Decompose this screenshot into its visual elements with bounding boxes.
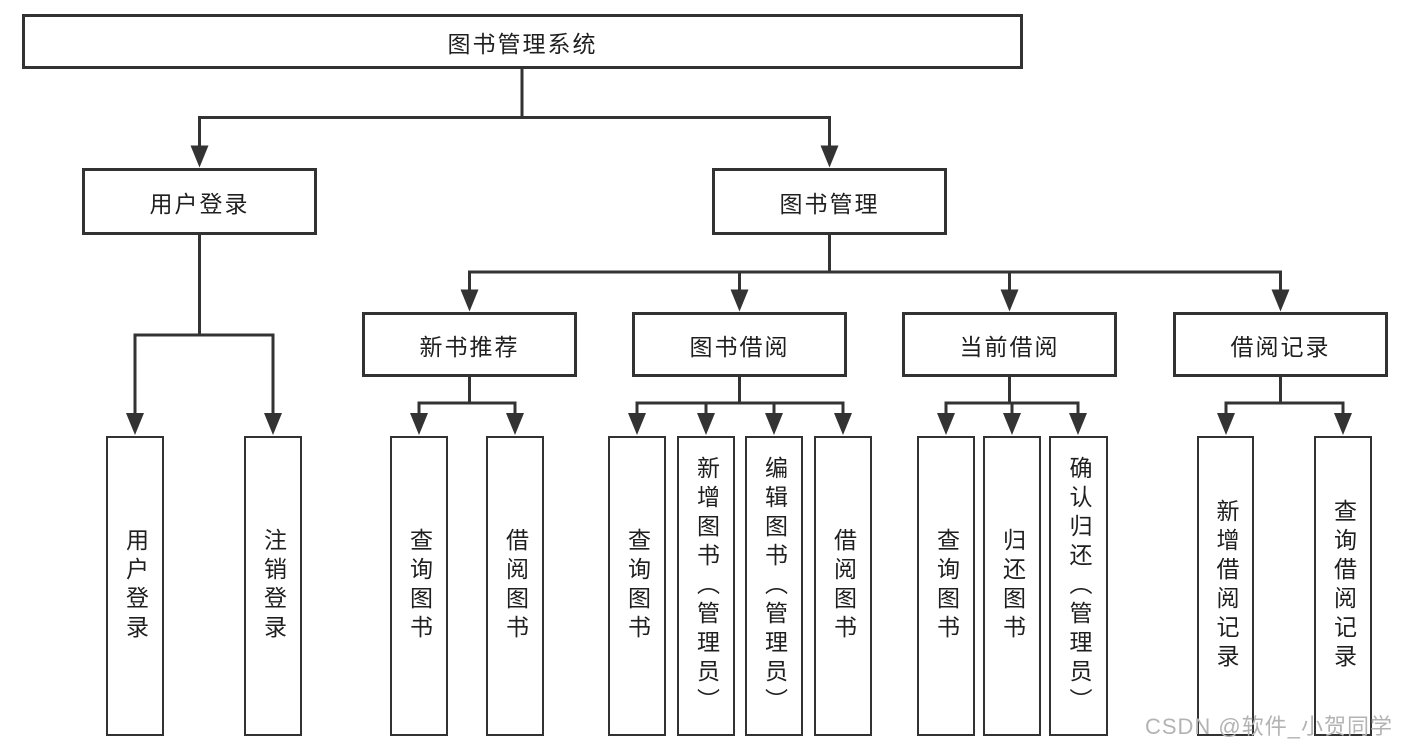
leaf-logout: 注销登录 <box>244 436 302 736</box>
node-borrow-records: 借阅记录 <box>1173 312 1388 377</box>
leaf-borrow-books-recommend: 借阅图书 <box>486 436 544 736</box>
node-user-login: 用户登录 <box>82 168 317 235</box>
edge-borrow-children <box>628 376 852 435</box>
leaf-confirm-return-admin: 确认归还（管理员） <box>1049 436 1108 736</box>
edge-user-login-children <box>126 234 282 435</box>
node-current-borrow: 当前借阅 <box>902 312 1117 377</box>
leaf-add-borrow-record: 新增借阅记录 <box>1197 436 1254 736</box>
leaf-user-login: 用户登录 <box>106 436 164 736</box>
leaf-query-books-current: 查询图书 <box>917 436 975 736</box>
node-book-borrow: 图书借阅 <box>632 312 847 377</box>
leaf-query-books-borrow: 查询图书 <box>608 436 666 736</box>
leaf-add-books-admin: 新增图书（管理员） <box>677 436 735 736</box>
edge-current-children <box>937 376 1087 435</box>
node-library-system: 图书管理系统 <box>22 14 1023 69</box>
edge-root-to-level1 <box>190 69 839 168</box>
node-new-book-recommend: 新书推荐 <box>362 312 577 377</box>
leaf-return-books: 归还图书 <box>983 436 1041 736</box>
edge-book-management-level2 <box>460 234 1290 312</box>
edge-records-children <box>1217 376 1352 435</box>
csdn-watermark: CSDN @软件_小贺同学 <box>1144 714 1393 739</box>
leaf-query-borrow-record: 查询借阅记录 <box>1314 436 1372 736</box>
edge-recommend-children <box>410 376 524 435</box>
node-book-management: 图书管理 <box>712 168 947 235</box>
leaf-query-books-recommend: 查询图书 <box>390 436 448 736</box>
leaf-edit-books-admin: 编辑图书（管理员） <box>745 436 803 736</box>
leaf-borrow-books-borrow: 借阅图书 <box>814 436 872 736</box>
